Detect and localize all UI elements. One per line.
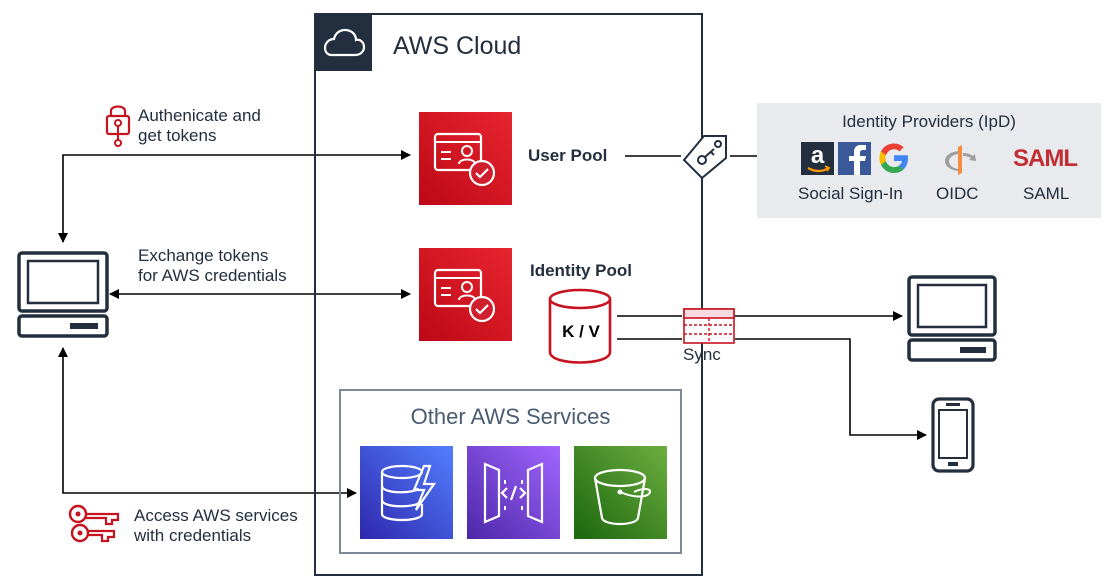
- s3-bucket-icon[interactable]: [574, 446, 667, 539]
- aws-cloud-boundary: [314, 13, 703, 576]
- client-laptop-icon[interactable]: [16, 250, 112, 340]
- exchange-label-line2: for AWS credentials: [138, 266, 287, 285]
- sync-label: Sync: [683, 345, 721, 364]
- desktop-device-icon[interactable]: [906, 274, 998, 364]
- facebook-logo-icon[interactable]: [838, 142, 871, 175]
- aws-cloud-badge: [314, 13, 372, 71]
- tag-key-icon: [682, 135, 727, 180]
- saml-logo-icon[interactable]: SAML: [1013, 145, 1078, 172]
- amazon-logo-icon[interactable]: a: [801, 142, 834, 175]
- sync-icon: [683, 308, 735, 344]
- auth-arrow: [58, 150, 411, 243]
- keys-icon: [68, 504, 120, 543]
- amazon-logo-text: a: [810, 142, 825, 169]
- oidc-label: OIDC: [936, 184, 979, 203]
- other-services-group: [339, 389, 682, 554]
- identity-pool-label: Identity Pool: [530, 261, 632, 280]
- dynamodb-icon[interactable]: [360, 446, 453, 539]
- mobile-phone-icon[interactable]: [930, 396, 976, 474]
- authenticate-label-line1: Authenicate and: [138, 106, 261, 125]
- identity-providers-title: Identity Providers (IpD): [842, 112, 1016, 131]
- social-signin-label: Social Sign-In: [798, 184, 903, 203]
- google-logo-icon[interactable]: [876, 140, 912, 176]
- identity-pool-icon[interactable]: [419, 248, 512, 341]
- user-pool-icon[interactable]: [419, 112, 512, 205]
- kv-label: K / V: [562, 322, 600, 341]
- api-gateway-icon[interactable]: [467, 446, 560, 539]
- sync-to-phone: [735, 338, 927, 440]
- access-label-line1: Access AWS services: [134, 506, 298, 525]
- aws-cloud-title: AWS Cloud: [393, 32, 522, 60]
- other-services-title: Other AWS Services: [410, 404, 611, 429]
- exchange-label-line1: Exchange tokens: [138, 246, 269, 265]
- kv-datastore-icon: [548, 288, 612, 364]
- user-pool-label: User Pool: [528, 146, 608, 165]
- cloud-icon: [323, 28, 366, 57]
- openid-logo-icon[interactable]: [942, 141, 978, 177]
- access-label-line2: with credentials: [134, 526, 252, 545]
- authenticate-label-line2: get tokens: [138, 126, 217, 145]
- padlock-icon: [105, 105, 131, 147]
- access-arrow: [58, 347, 357, 498]
- saml-label: SAML: [1023, 184, 1070, 203]
- amazon-smile: [807, 165, 831, 173]
